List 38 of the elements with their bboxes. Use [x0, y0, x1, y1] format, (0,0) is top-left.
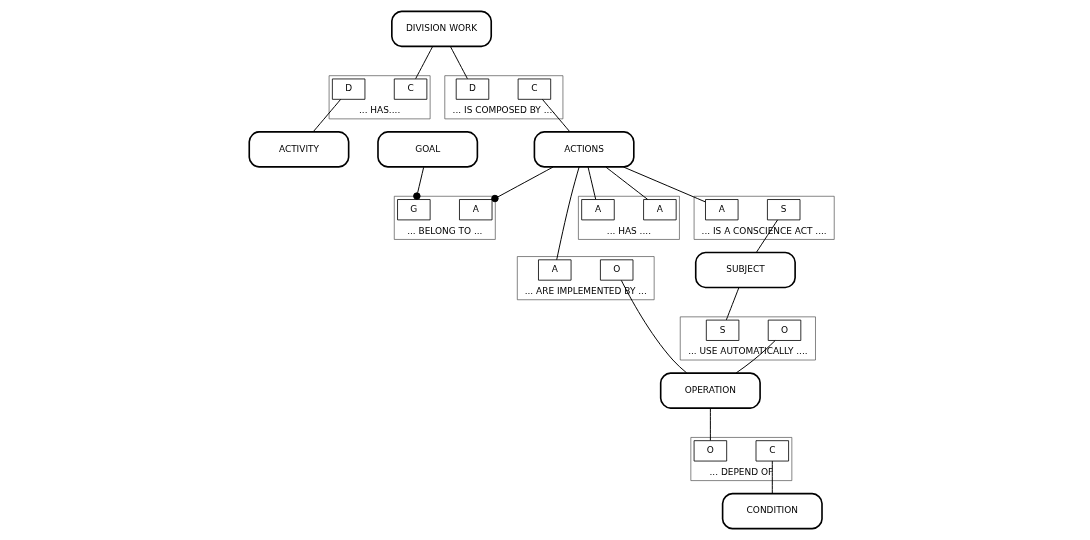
connector	[415, 46, 434, 80]
connector	[605, 166, 649, 200]
connector	[725, 287, 740, 321]
node-box: A	[538, 259, 572, 281]
node-box: A	[459, 199, 493, 221]
node-box: O	[693, 440, 728, 462]
node-box: ACTIONS	[533, 131, 635, 168]
node-box: GOAL	[377, 131, 479, 168]
connector	[413, 166, 425, 200]
node-box: S	[767, 199, 801, 221]
connector	[620, 279, 688, 374]
node-box: C	[517, 78, 552, 100]
node-box: ACTIVITY	[248, 131, 350, 168]
node-box: OPERATION	[659, 372, 761, 409]
connector	[623, 166, 706, 203]
node-box: S	[705, 319, 740, 341]
node-box: A	[581, 199, 615, 221]
node-box: O	[600, 259, 634, 281]
node-box: O	[767, 319, 802, 341]
node-box: G	[397, 199, 431, 221]
connector	[771, 460, 773, 495]
connector	[450, 46, 468, 80]
connector	[755, 219, 779, 253]
connector	[312, 98, 342, 133]
connector	[541, 98, 571, 133]
node-box: CONDITION	[721, 492, 823, 530]
node-box: DIVISION WORK	[391, 10, 493, 48]
node-box: D	[331, 78, 366, 100]
connector	[556, 166, 580, 261]
node-box: D	[455, 78, 490, 100]
node-box: C	[755, 440, 789, 462]
node-box: C	[393, 78, 428, 100]
node-box: A	[643, 199, 677, 221]
connector	[587, 166, 597, 200]
node-box: SUBJECT	[694, 251, 796, 289]
connector	[709, 407, 711, 441]
connector	[491, 166, 554, 203]
node-box: A	[705, 199, 739, 221]
